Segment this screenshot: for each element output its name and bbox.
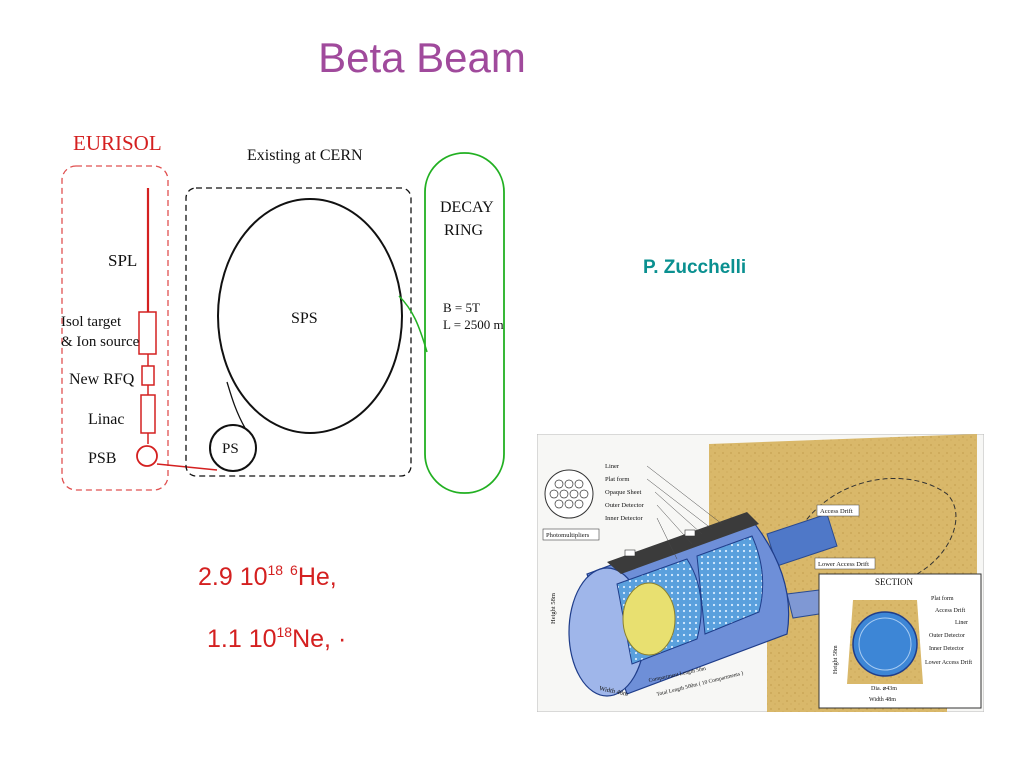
slide-title: Beta Beam (318, 34, 526, 81)
decay-ring (424, 152, 505, 494)
decay-b-label: B = 5T (443, 300, 480, 315)
section-access-drift: Access Drift (935, 607, 965, 614)
callout-liner: Liner (605, 463, 620, 470)
isol-target-box (138, 311, 157, 355)
access-drift-label: Access Drift (820, 508, 853, 515)
callout-inner: Inner Detector (605, 515, 644, 522)
psb-label: PSB (88, 450, 116, 467)
section-liner: Liner (955, 620, 968, 626)
spl-label: SPL (108, 251, 137, 270)
decay-label-1: DECAY (440, 199, 494, 216)
lower-access-drift-label: Lower Access Drift (818, 561, 869, 568)
callout-platform: Plat form (605, 476, 629, 483)
section-diameter: Dia. ⌀43m (871, 686, 897, 692)
sps-ring (217, 198, 403, 434)
author-name: P. Zucchelli (643, 257, 747, 278)
cern-box (185, 187, 412, 477)
ne-rate: 1.1 1018Ne, · (207, 624, 347, 653)
sps-label: SPS (291, 310, 318, 327)
callout-opaque: Opaque Sheet (605, 489, 641, 496)
photomultipliers-label: Photomultipliers (546, 532, 590, 539)
ps-ring (209, 424, 257, 472)
rfq-label: New RFQ (69, 371, 135, 388)
height-dimension: Height 58m (550, 593, 557, 624)
eurisol-label: EURISOL (73, 131, 162, 155)
psb-ring (136, 445, 158, 467)
linac-box (140, 394, 156, 434)
linac-label: Linac (88, 411, 124, 428)
accelerator-diagram: EURISOL SPL Isol target & Ion source New… (61, 131, 505, 494)
section-width: Width 48m (869, 697, 896, 703)
rfq-box (141, 365, 155, 386)
platform (607, 512, 759, 574)
section-detector (852, 611, 918, 677)
photomultipliers-box (542, 528, 600, 541)
sps-decay-transfer (398, 295, 428, 353)
inner-detector (622, 582, 676, 656)
decay-label-2: RING (444, 222, 484, 239)
psb-ps-transfer (156, 463, 218, 471)
isol-label-1: Isol target (61, 314, 122, 330)
section-height: Height 58m (833, 645, 839, 674)
eurisol-box (61, 165, 169, 491)
decay-l-label: L = 2500 m (443, 317, 504, 332)
section-outer: Outer Detector (929, 633, 965, 639)
detector-module-2 (696, 535, 764, 635)
section-platform: Plat form (931, 595, 954, 602)
section-title: SECTION (875, 577, 914, 587)
isol-label-2: & Ion source (61, 334, 140, 350)
callout-outer: Outer Detector (605, 502, 645, 509)
ps-label: PS (222, 441, 239, 457)
section-lower-drift: Lower Access Drift (925, 659, 972, 666)
section-inner: Inner Detector (929, 646, 964, 652)
he-rate: 2.9 1018 6He, (198, 562, 337, 591)
detector-figure: Liner Plat form Opaque Sheet Outer Detec… (537, 434, 984, 712)
ps-sps-transfer (226, 381, 246, 429)
existing-label: Existing at CERN (247, 147, 363, 164)
